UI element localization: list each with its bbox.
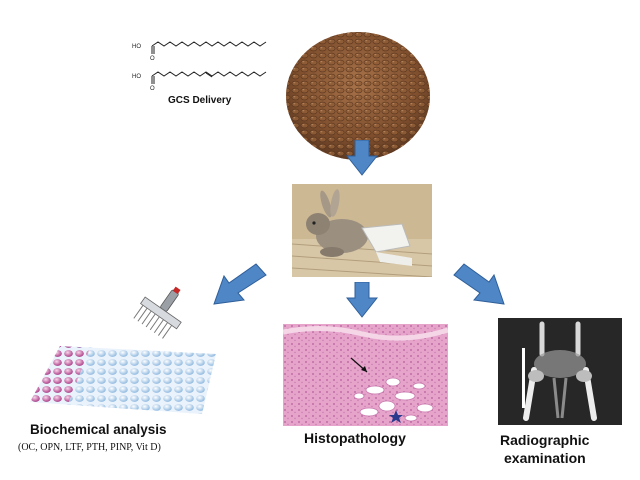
rabbit-photo-icon — [292, 184, 432, 277]
histology-slide-icon — [283, 324, 448, 426]
arrow-left-down-icon — [213, 263, 267, 305]
seed-pile-icon — [286, 32, 430, 160]
histopathology-title: Histopathology — [304, 430, 406, 446]
unsaturated-fatty-acid-structure — [151, 71, 267, 84]
svg-text:O: O — [150, 56, 155, 62]
well-plate-icon — [30, 346, 216, 414]
biochemical-markers-list: (OC, OPN, LTF, PTH, PINP, Vit D) — [18, 442, 161, 453]
arrow-right-down-icon — [453, 263, 505, 305]
radiographic-title-line2: examination — [504, 450, 586, 466]
structure-1-group: HO — [132, 44, 141, 50]
arrow-down-icon — [346, 140, 378, 176]
xray-image-icon — [498, 318, 622, 425]
saturated-fatty-acid-structure — [151, 41, 267, 54]
multichannel-pipette-icon — [133, 286, 182, 339]
arrow-down-center-icon — [346, 282, 378, 318]
fatty-acid-structures-icon: HO O HO O — [132, 41, 267, 92]
biochemical-analysis-title: Biochemical analysis — [30, 422, 167, 437]
gcs-delivery-label: GCS Delivery — [168, 95, 232, 106]
radiographic-title-line1: Radiographic — [500, 432, 590, 448]
structure-2-group: HO — [132, 74, 141, 80]
svg-text:O: O — [150, 86, 155, 92]
